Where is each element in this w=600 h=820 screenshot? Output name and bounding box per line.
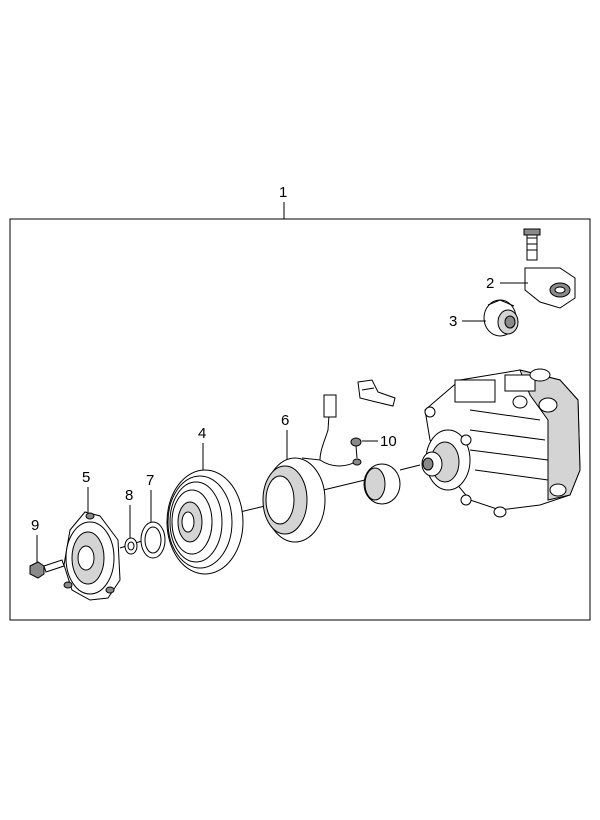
callout-8[interactable]: 8 [125,487,133,538]
part-spacer-ring [363,463,401,505]
callout-4-label: 4 [198,425,206,442]
callout-10-label: 10 [380,433,397,450]
callout-9[interactable]: 9 [31,517,39,562]
part-8-shim [124,537,138,555]
callout-3[interactable]: 3 [449,313,486,330]
part-9-bolt [29,559,65,579]
part-2-bracket [523,228,576,309]
callout-1-label: 1 [279,184,287,201]
part-3-switch [483,299,519,337]
callout-8-label: 8 [125,487,133,504]
assembly-frame [9,218,591,621]
callout-6-label: 6 [281,412,289,429]
part-7-snap-ring [140,521,166,559]
part-5-hub [63,511,121,601]
callout-1[interactable]: 1 [279,184,287,219]
part-4-pulley [166,469,244,575]
callout-9-label: 9 [31,517,39,534]
callout-4[interactable]: 4 [198,425,206,470]
callout-7[interactable]: 7 [146,472,154,522]
callout-2-label: 2 [486,275,494,292]
callout-2[interactable]: 2 [486,275,528,292]
part-wire-bracket [357,379,396,407]
part-10-screw [350,437,362,459]
callout-6[interactable]: 6 [281,412,289,460]
callout-5-label: 5 [82,469,90,486]
callout-3-label: 3 [449,313,457,330]
part-6-field-coil [262,394,362,543]
callout-7-label: 7 [146,472,154,489]
callout-5[interactable]: 5 [82,469,90,512]
part-compressor [421,368,581,518]
callout-10[interactable]: 10 [362,433,397,450]
